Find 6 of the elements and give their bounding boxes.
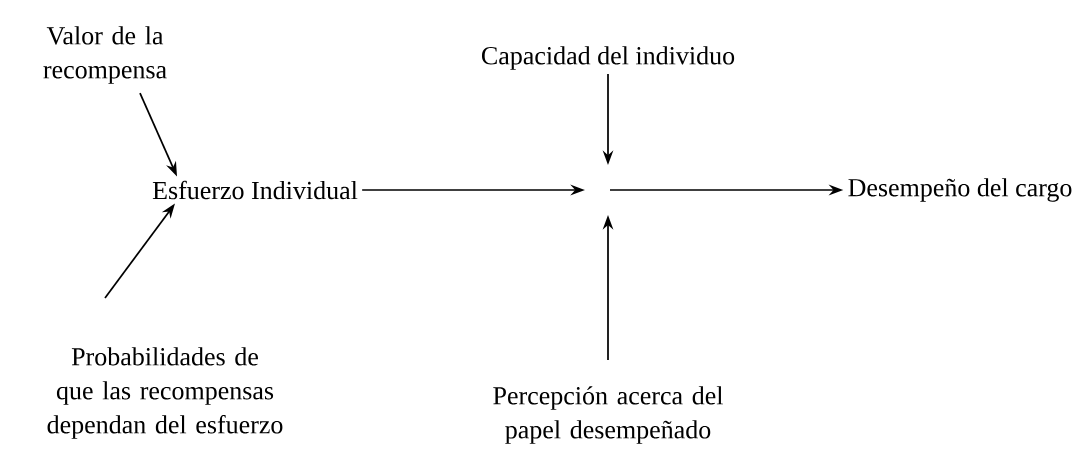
factor-label: Valor de la recompensa xyxy=(43,26,167,84)
factor-label: Percepción acerca del papel desempeñado xyxy=(493,386,723,444)
factor-label: Esfuerzo Individual xyxy=(152,180,358,200)
factor-label: Probabilidades de que las recompensas dependan del esfuerzo xyxy=(47,347,283,439)
factor-label: Capacidad del individuo xyxy=(482,46,735,70)
outcome-label: Desempeño del cargo xyxy=(848,178,1072,202)
